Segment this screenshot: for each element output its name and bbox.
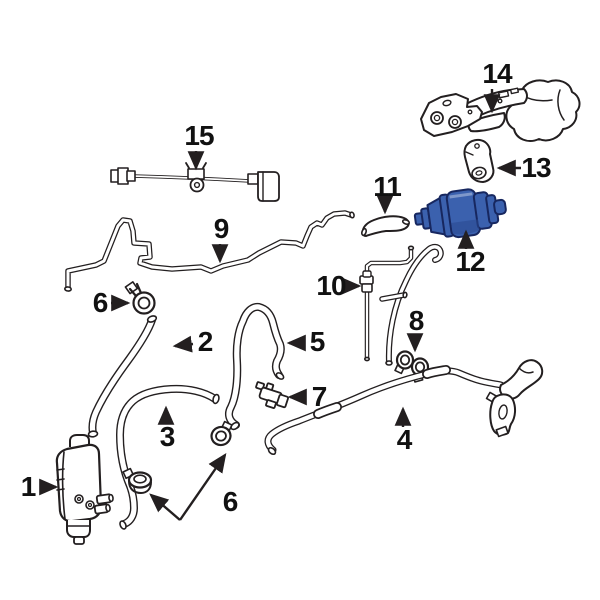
part-15-wire-lead bbox=[110, 162, 280, 202]
callout-12: 12 bbox=[455, 246, 485, 277]
callout-arrows bbox=[39, 89, 521, 521]
part-9-formed-pipe bbox=[64, 210, 355, 292]
callout-2: 2 bbox=[197, 326, 214, 357]
callout-10: 10 bbox=[316, 270, 346, 301]
part-4-pipe bbox=[264, 359, 544, 456]
callout-5: 5 bbox=[309, 326, 326, 357]
callout-13: 13 bbox=[521, 152, 551, 183]
part-6-clamp-upper bbox=[124, 281, 156, 315]
part-6-clamp-right bbox=[210, 420, 233, 447]
callout-11: 11 bbox=[373, 171, 402, 202]
callout-15: 15 bbox=[184, 120, 214, 151]
part-10-tube bbox=[359, 243, 444, 366]
part-13-bracket bbox=[463, 138, 495, 183]
part-8-clamps bbox=[394, 350, 430, 383]
part-12-auxiliary-pump-highlighted bbox=[413, 188, 507, 239]
callout-6-upper: 6 bbox=[92, 287, 109, 318]
part-6-clamp-left bbox=[122, 467, 153, 494]
part-3-hose bbox=[116, 384, 220, 530]
part-11-short-hose bbox=[360, 215, 411, 237]
callout-14: 14 bbox=[482, 58, 512, 89]
callout-3: 3 bbox=[159, 421, 176, 452]
part-14-heat-shield bbox=[420, 79, 581, 142]
callout-7: 7 bbox=[311, 381, 328, 412]
callout-8: 8 bbox=[408, 305, 425, 336]
part-5-hose bbox=[224, 302, 285, 431]
callout-9: 9 bbox=[213, 213, 230, 244]
part-1-reservoir bbox=[55, 434, 114, 545]
part-2-hose bbox=[87, 315, 158, 438]
part-7-connector bbox=[255, 381, 289, 409]
callout-1: 1 bbox=[20, 471, 37, 502]
callout-6-lower: 6 bbox=[222, 486, 239, 517]
callout-4: 4 bbox=[396, 424, 413, 455]
